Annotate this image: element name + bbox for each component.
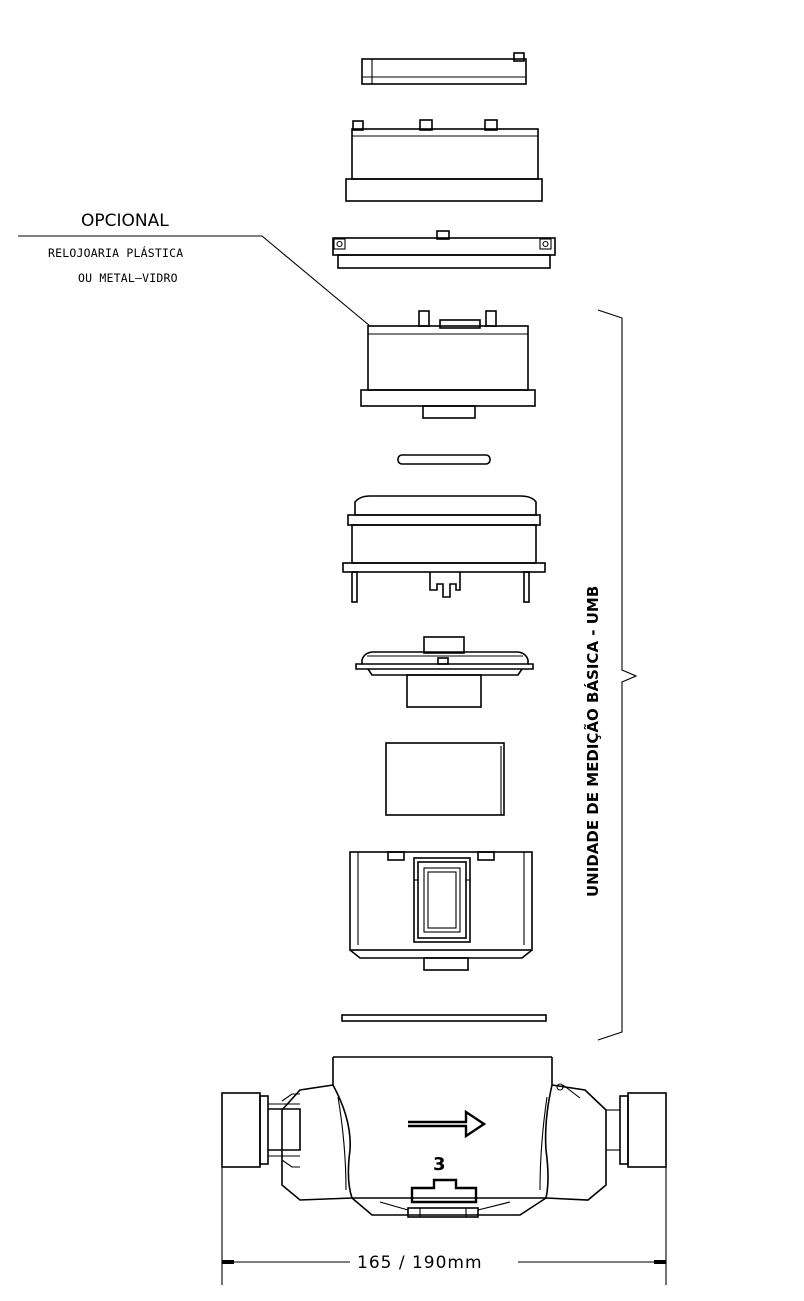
umb-label: UNIDADE DE MEDIÇÃO BÁSICA - UMB xyxy=(583,586,602,897)
part-register xyxy=(360,310,536,419)
optional-line-1: RELOJOARIA PLÁSTICA xyxy=(48,245,183,260)
part-meter-body: 3 xyxy=(221,1056,667,1218)
arrow-right-icon xyxy=(408,1109,487,1139)
body-number: 3 xyxy=(433,1154,446,1175)
part-top-cover xyxy=(361,52,527,85)
dimension-label: 165 / 190mm xyxy=(357,1253,483,1273)
part-block xyxy=(385,742,505,816)
part-register-housing xyxy=(345,119,543,202)
optional-callout: OPCIONAL RELOJOARIA PLÁSTICA OU METAL–VI… xyxy=(18,211,371,327)
leader-line xyxy=(18,235,371,327)
dimension-line: 165 / 190mm xyxy=(221,1167,667,1285)
umb-brace: UNIDADE DE MEDIÇÃO BÁSICA - UMB xyxy=(583,309,638,1041)
part-chamber-cover xyxy=(342,495,546,603)
part-turbine xyxy=(355,636,534,708)
optional-title: OPCIONAL xyxy=(81,211,169,231)
part-large-gasket xyxy=(341,1014,547,1022)
part-measuring-chamber xyxy=(349,851,533,971)
part-ring-plate xyxy=(332,230,556,269)
part-small-gasket xyxy=(397,454,491,465)
optional-line-2: OU METAL–VIDRO xyxy=(78,271,178,285)
